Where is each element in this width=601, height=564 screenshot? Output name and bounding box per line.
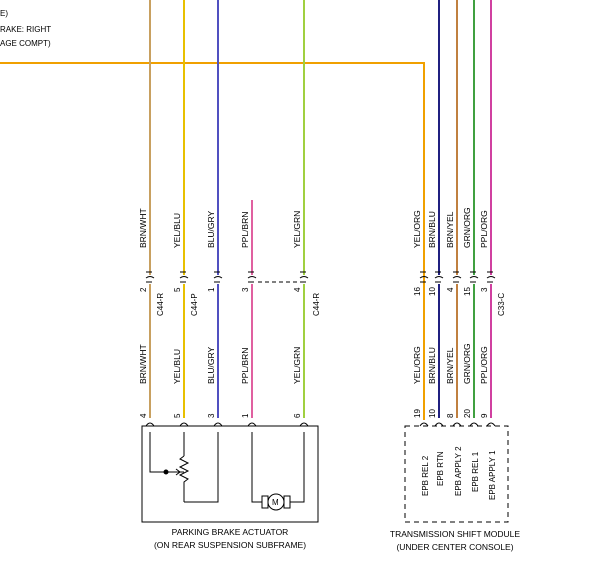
pin-number: 9 — [480, 413, 489, 418]
wire-label: BRN/BLU — [427, 347, 437, 384]
connector-id: C33-C — [497, 293, 506, 316]
right-wire-bundle — [438, 0, 492, 418]
connector-symbol — [179, 271, 189, 283]
module-location: (UNDER CENTER CONSOLE) — [396, 542, 513, 552]
pin-number: 6 — [293, 413, 302, 418]
motor-bracket — [261, 495, 269, 509]
pin-function: EPB RTN — [436, 451, 445, 486]
motor-symbol: M — [272, 498, 279, 507]
parking-brake-actuator — [141, 422, 319, 523]
pin-number: 19 — [413, 409, 422, 418]
actuator-internal-wiring — [149, 432, 305, 503]
pin-number: 1 — [207, 287, 216, 292]
module-pin-functions: EPB REL 2 EPB RTN EPB APPLY 2 EPB REL 1 … — [421, 446, 497, 500]
actuator-location: (ON REAR SUSPENSION SUBFRAME) — [154, 540, 306, 550]
pin-number: 3 — [207, 413, 216, 418]
pin-function: EPB APPLY 1 — [488, 450, 497, 500]
motor-bracket — [283, 495, 291, 509]
left-connector-ids: C44-R C44-P C44-R — [156, 293, 321, 316]
wire-label: YEL/ORG — [412, 346, 422, 384]
top-note-line-3: AGE COMPT) — [0, 39, 51, 48]
transmission-shift-module — [404, 422, 509, 523]
potentiometer-icon — [170, 455, 190, 488]
connector-symbol — [434, 271, 444, 283]
pin-number: 3 — [241, 287, 250, 292]
pin-number: 4 — [139, 413, 148, 418]
right-inline-connectors — [419, 271, 496, 283]
left-lower-labels: BRN/WHT YEL/BLU BLU/GRY PPL/BRN YEL/GRN — [138, 344, 302, 384]
wire-label: PPL/ORG — [479, 210, 489, 248]
top-note-line-2: RAKE: RIGHT — [0, 25, 51, 34]
connector-symbol — [419, 271, 429, 283]
left-wire-bundle — [149, 0, 305, 418]
connector-id: C44-R — [312, 293, 321, 316]
top-note-line-1: E) — [0, 9, 8, 18]
left-connector-pins: 2 5 1 3 4 — [139, 287, 302, 292]
wire-label: BRN/WHT — [138, 344, 148, 384]
wire-label: BRN/BLU — [427, 211, 437, 248]
motor-icon — [267, 493, 285, 511]
pin-number: 3 — [480, 287, 489, 292]
module-pin-marks — [419, 422, 496, 427]
connector-symbol — [299, 271, 309, 283]
wire-label: BLU/GRY — [206, 211, 216, 248]
left-inline-connectors — [145, 271, 309, 283]
pin-number: 4 — [293, 287, 302, 292]
connector-symbol — [145, 271, 155, 283]
wire-label: BLU/GRY — [206, 347, 216, 384]
wire-label: BRN/WHT — [138, 208, 148, 248]
actuator-title: PARKING BRAKE ACTUATOR — [172, 527, 289, 537]
module-title: TRANSMISSION SHIFT MODULE — [390, 529, 521, 539]
wire-label: GRN/ORG — [462, 207, 472, 248]
pin-number: 16 — [413, 287, 422, 296]
wire-label: GRN/ORG — [462, 343, 472, 384]
wire-label: BRN/YEL — [445, 211, 455, 248]
wire-label: YEL/GRN — [292, 211, 302, 248]
left-upper-labels: BRN/WHT YEL/BLU BLU/GRY PPL/BRN YEL/GRN — [138, 208, 302, 248]
connector-id: C44-P — [190, 293, 199, 316]
pin-number: 10 — [428, 287, 437, 296]
right-upper-labels: YEL/ORG BRN/BLU BRN/YEL GRN/ORG PPL/ORG — [412, 207, 489, 248]
orange-feed-wire — [0, 62, 425, 420]
module-pin-numbers: 19 10 8 20 9 — [413, 409, 489, 418]
pin-number: 8 — [446, 413, 455, 418]
pin-number: 4 — [446, 287, 455, 292]
pin-number: 15 — [463, 287, 472, 296]
junction-dot — [163, 469, 169, 475]
pin-number: 5 — [173, 413, 182, 418]
wire-label: YEL/ORG — [412, 210, 422, 248]
pin-function: EPB REL 2 — [421, 455, 430, 496]
right-connector-pins: 16 10 4 15 3 — [413, 287, 489, 296]
pin-function: EPB APPLY 2 — [454, 446, 463, 496]
actuator-pin-numbers: 4 5 3 1 6 — [139, 413, 302, 418]
wire-label: YEL/BLU — [172, 349, 182, 384]
pin-number: 2 — [139, 287, 148, 292]
connector-symbol — [213, 271, 223, 283]
wire-label: PPL/BRN — [240, 212, 250, 248]
connector-id: C44-R — [156, 293, 165, 316]
connector-symbol — [486, 271, 496, 283]
wire-label: PPL/BRN — [240, 348, 250, 384]
right-lower-labels: YEL/ORG BRN/BLU BRN/YEL GRN/ORG PPL/ORG — [412, 343, 489, 384]
actuator-pin-marks — [145, 422, 309, 427]
pin-number: 20 — [463, 409, 472, 418]
wire-label: YEL/BLU — [172, 213, 182, 248]
pin-number: 5 — [173, 287, 182, 292]
pin-number: 10 — [428, 409, 437, 418]
actuator-box — [141, 425, 319, 523]
wire-label: PPL/ORG — [479, 346, 489, 384]
pin-function: EPB REL 1 — [471, 451, 480, 492]
pin-number: 1 — [241, 413, 250, 418]
connector-symbol — [469, 271, 479, 283]
wire-label: YEL/GRN — [292, 347, 302, 384]
connector-symbol — [452, 271, 462, 283]
wire-label: BRN/YEL — [445, 347, 455, 384]
connector-symbol — [247, 271, 257, 283]
